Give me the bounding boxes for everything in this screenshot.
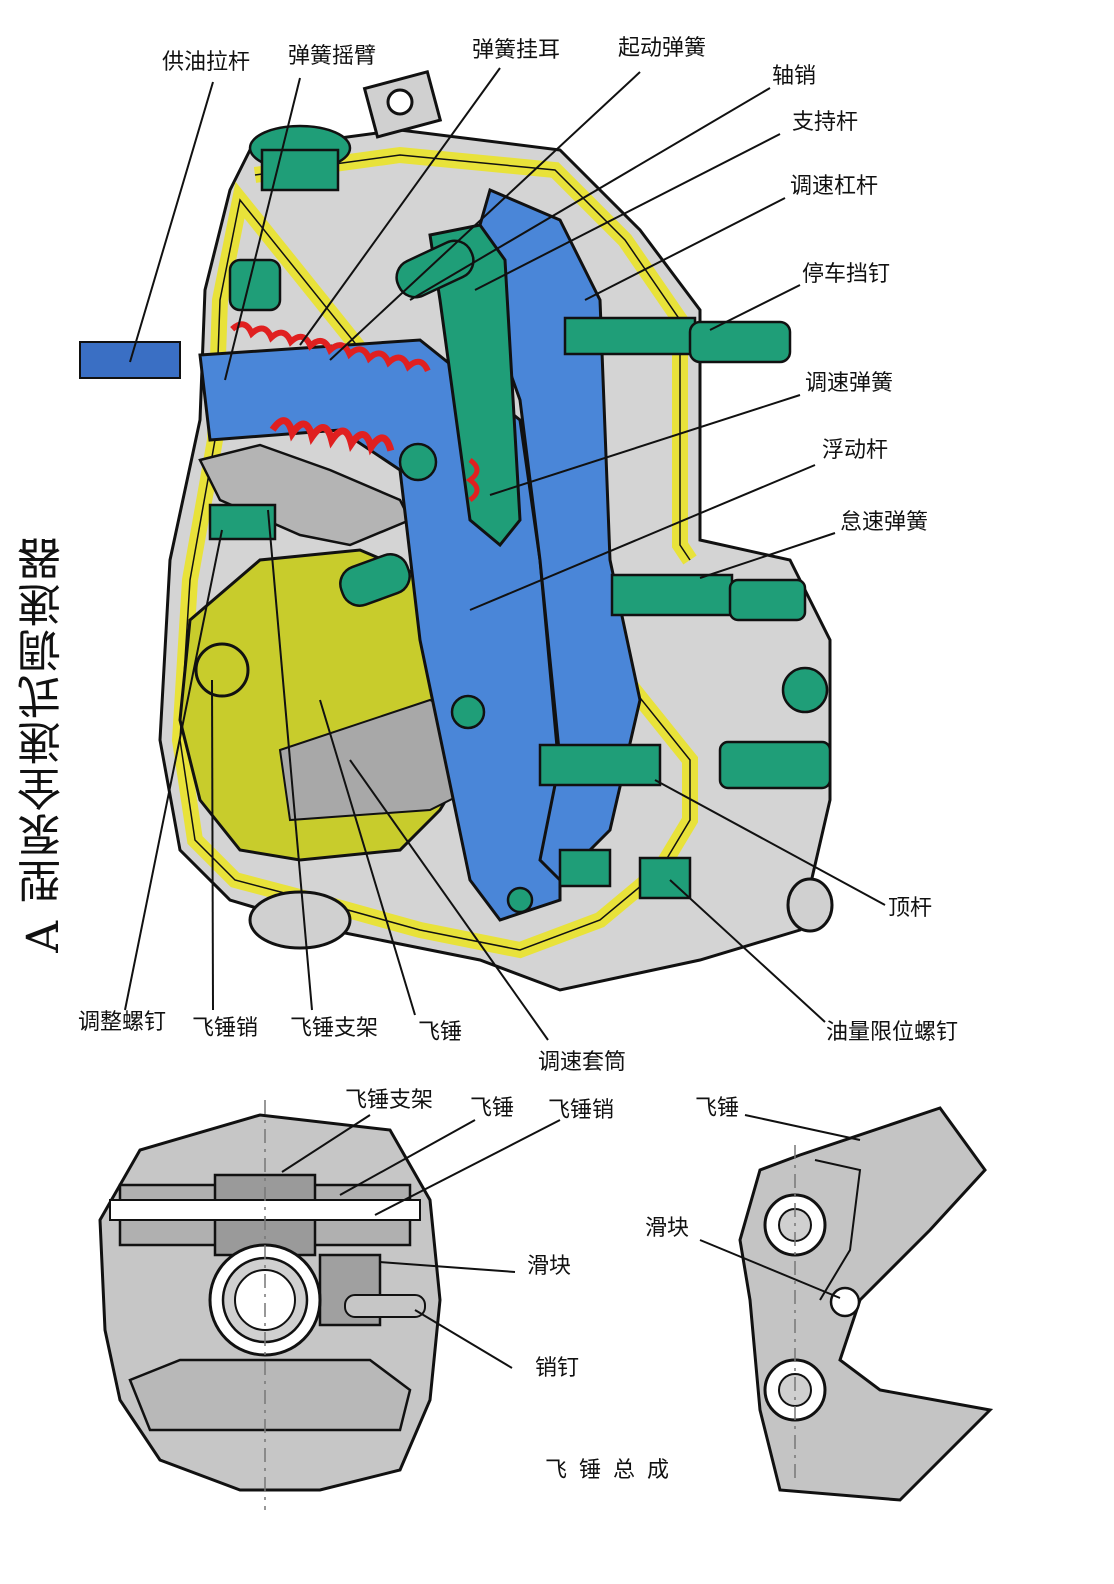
- label-flyweight-pin: 飞锤销: [192, 1016, 259, 1041]
- detail-left-bracket-label: 飞锤支架: [345, 1088, 434, 1113]
- label-governor-lever: 调速杠杆: [790, 174, 879, 199]
- detail-caption: 飞锤总成: [545, 1458, 682, 1483]
- diagram-title: A 型泵全速式调速器: [18, 535, 69, 953]
- leader-lines: [124, 67, 886, 1041]
- label-governor-spring: 调速弹簧: [805, 371, 894, 396]
- detail-right-slider-label: 滑块: [645, 1216, 690, 1241]
- detail-left-pin-label: 飞锤销: [548, 1098, 615, 1123]
- label-supply-rod: 供油拉杆: [162, 50, 251, 75]
- detail-left-dowel-label: 销钉: [535, 1356, 580, 1381]
- detail-left-slider-label: 滑块: [527, 1254, 572, 1279]
- label-support-rod: 支持杆: [792, 110, 859, 135]
- label-stop-screw: 停车挡钉: [802, 262, 891, 287]
- detail-right-flyweight-label: 飞锤: [695, 1096, 740, 1121]
- detail-right-flyweight: [738, 1106, 994, 1502]
- detail-left-flyweight-label: 飞锤: [470, 1096, 515, 1121]
- label-spring-lug: 弹簧挂耳: [472, 38, 561, 63]
- detail-right-leaders: [699, 1114, 861, 1299]
- label-adjust-screw: 调整螺钉: [78, 1010, 167, 1035]
- detail-left-leaders: [281, 1114, 561, 1369]
- label-floating-lever: 浮动杆: [822, 438, 889, 463]
- label-flyweight-bracket: 飞锤支架: [290, 1016, 379, 1041]
- label-governor-sleeve: 调速套筒: [538, 1050, 627, 1075]
- label-flyweight: 飞锤: [418, 1020, 463, 1045]
- detail-left-section: [98, 1100, 442, 1510]
- label-shaft-pin: 轴销: [772, 64, 817, 89]
- label-fuel-limit-screw: 油量限位螺钉: [826, 1020, 959, 1045]
- label-idle-spring: 怠速弹簧: [840, 510, 929, 535]
- label-start-spring: 起动弹簧: [618, 36, 707, 61]
- floating-lever-assembly: [198, 187, 642, 922]
- label-spring-rocker: 弹簧摇臂: [288, 44, 377, 69]
- flyweight-assembly: [178, 443, 472, 862]
- label-push-rod: 顶杆: [888, 896, 933, 921]
- springs: [230, 321, 480, 503]
- adjusting-screws: [208, 124, 832, 900]
